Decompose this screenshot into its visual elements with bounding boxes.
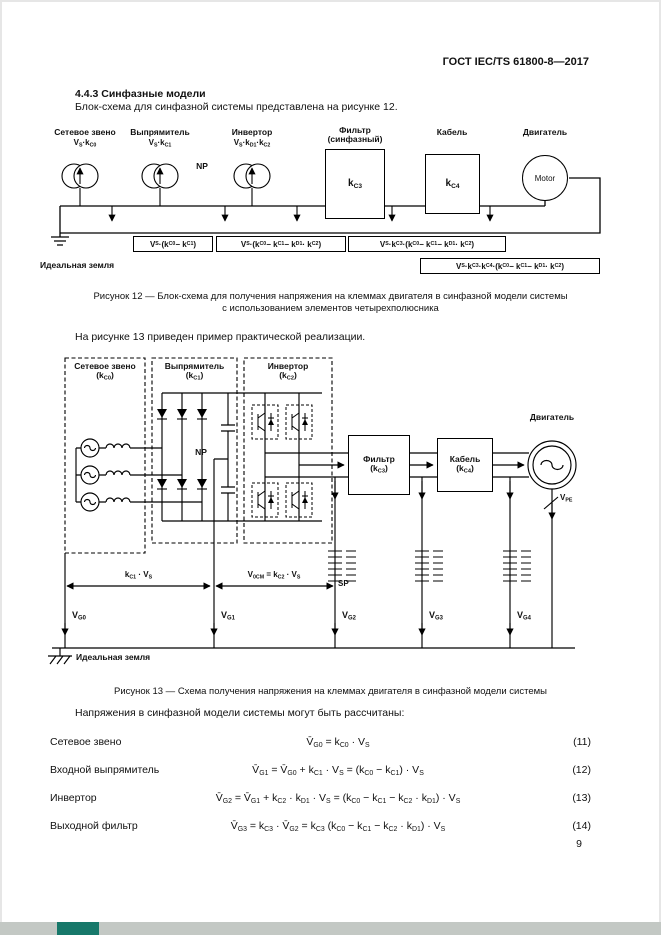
fig12-arrows [76, 167, 494, 222]
fig12-source-symbols [61, 163, 271, 189]
fig12-caption-line1: Рисунок 12 — Блок-схема для получения на… [93, 291, 568, 302]
fig12-label-inverter-v: VS·kD1·kC2 [233, 138, 271, 149]
fig13-cable-block: Кабель (kC4) [437, 438, 493, 492]
fig13-cable-label-1: Кабель [449, 453, 481, 464]
fig13-label-np: NP [195, 447, 207, 457]
fig12-filter-block: kC3 [325, 149, 385, 219]
fig13-cap-ladders [328, 550, 531, 582]
paragraph-equations-intro: Напряжения в синфазной модели системы мо… [75, 707, 405, 719]
fig12-caption-line2: с использованием элементов четырехполюсн… [222, 303, 439, 314]
equation-label: Входной выпрямитель [50, 764, 160, 776]
fig13-circuit [48, 392, 577, 665]
fig13-label-vg3: VG3 [429, 610, 443, 622]
fig12-label-cable: Кабель [436, 127, 468, 137]
equation-label: Инвертор [50, 792, 97, 804]
fig13-dim-label-1: kC1 · VS [124, 570, 153, 581]
fig13-label-source-2: (kC0) [96, 370, 114, 382]
fig12-label-motor: Двигатель [522, 127, 568, 137]
page-number: 9 [576, 838, 582, 850]
fig12-motor-circle: Motor [522, 155, 568, 201]
equation-number: (14) [572, 820, 591, 832]
fig13-label-vg2: VG2 [342, 610, 356, 622]
fig13-label-source-1: Сетевое звено [74, 361, 136, 371]
fig12-label-rectifier-v: VS·kC1 [148, 138, 172, 149]
section-heading: 4.4.3 Синфазные модели [75, 88, 206, 100]
fig13-igbt-cells [251, 404, 313, 518]
equation-formula: V̄G1 = V̄G0 + kC1 · VS = (kC0 − kC1) · V… [252, 764, 424, 777]
equation-formula: V̄G3 = kC3 · V̄G2 = kC3 (kC0 − kC1 − kC2… [230, 820, 446, 833]
fig13-label-inverter-2: (kC2) [279, 370, 297, 382]
fig13-label-vg1: VG1 [221, 610, 235, 622]
equation-number: (13) [572, 792, 591, 804]
fig13-label-vpe: VPE [560, 493, 573, 504]
fig12-label-np: NP [196, 161, 208, 171]
fig12-motor-text: Motor [534, 173, 556, 183]
equation-row-14: Выходной фильтр V̄G3 = kC3 · V̄G2 = kC3 … [45, 818, 616, 836]
fig13-label-sp: SP [338, 579, 349, 588]
scan-artifact-teal-block [57, 922, 99, 935]
fig13-label-motor: Двигатель [529, 412, 575, 422]
fig12-label-inverter: Инвертор [231, 127, 273, 137]
fig12-label-ground: Идеальная земля [40, 260, 115, 270]
equation-row-13: Инвертор V̄G2 = V̄G1 + kC2 · kD1 · VS = … [45, 790, 616, 808]
equation-label: Выходной фильтр [50, 820, 138, 832]
fig13-dim-label-2: V0CM = kC2 · VS [247, 570, 301, 581]
fig13-caption: Рисунок 13 — Схема получения напряжения … [114, 686, 547, 697]
fig12-label-filter-2: (синфазный) [327, 134, 383, 144]
fig13-label-vg0: VG0 [72, 610, 86, 622]
document-header: ГОСТ IEC/TS 61800-8—2017 [442, 56, 589, 68]
fig13-label-rectifier-1: Выпрямитель [164, 361, 225, 371]
equation-number: (12) [572, 764, 591, 776]
fig13-filter-label-1: Фильтр [363, 453, 395, 464]
fig13-filter-label-2: (kC3) [370, 463, 388, 475]
scan-artifact-strip [0, 922, 661, 935]
fig13-label-inverter-1: Инвертор [267, 361, 309, 371]
equation-label: Сетевое звено [50, 736, 122, 748]
fig12-filter-k: kC3 [348, 177, 362, 190]
fig13-dashed-blocks [64, 357, 333, 554]
fig13-label-rectifier-2: (kC1) [185, 370, 204, 382]
fig13-label-vg4: VG4 [517, 610, 531, 622]
fig13-diagram [48, 357, 577, 665]
fig12-cable-k: kC4 [445, 177, 460, 190]
paragraph-intro: Блок-схема для синфазной системы предста… [75, 101, 398, 113]
fig13-label-ground: Идеальная земля [76, 652, 151, 662]
fig13-filter-block: Фильтр (kC3) [348, 435, 410, 495]
fig12-label-rectifier: Выпрямитель [130, 127, 190, 137]
fig12-label-source-v: VS·kC0 [73, 138, 97, 149]
fig12-label-source: Сетевое звено [54, 127, 116, 137]
paragraph-between: На рисунке 13 приведен пример практическ… [75, 331, 366, 343]
equation-number: (11) [573, 736, 591, 748]
equation-formula: V̄G0 = kC0 · VS [306, 736, 370, 749]
fig12-diagram [51, 163, 601, 246]
equation-row-12: Входной выпрямитель V̄G1 = V̄G0 + kC1 · … [45, 762, 616, 780]
fig12-cable-block: kC4 [425, 154, 480, 214]
figure-13: Сетевое звено (kC0) Выпрямитель (kC1) Ин… [40, 353, 625, 683]
equation-row-11: Сетевое звено V̄G0 = kC0 · VS (11) [45, 734, 616, 752]
fig12-label-filter-1: Фильтр [339, 125, 371, 135]
equation-formula: V̄G2 = V̄G1 + kC2 · kD1 · VS = (kC0 − kC… [215, 792, 461, 805]
fig13-cable-label-2: (kC4) [456, 463, 474, 475]
figure-12: Сетевое звено VS·kC0 Выпрямитель VS·kC1 … [40, 124, 625, 289]
